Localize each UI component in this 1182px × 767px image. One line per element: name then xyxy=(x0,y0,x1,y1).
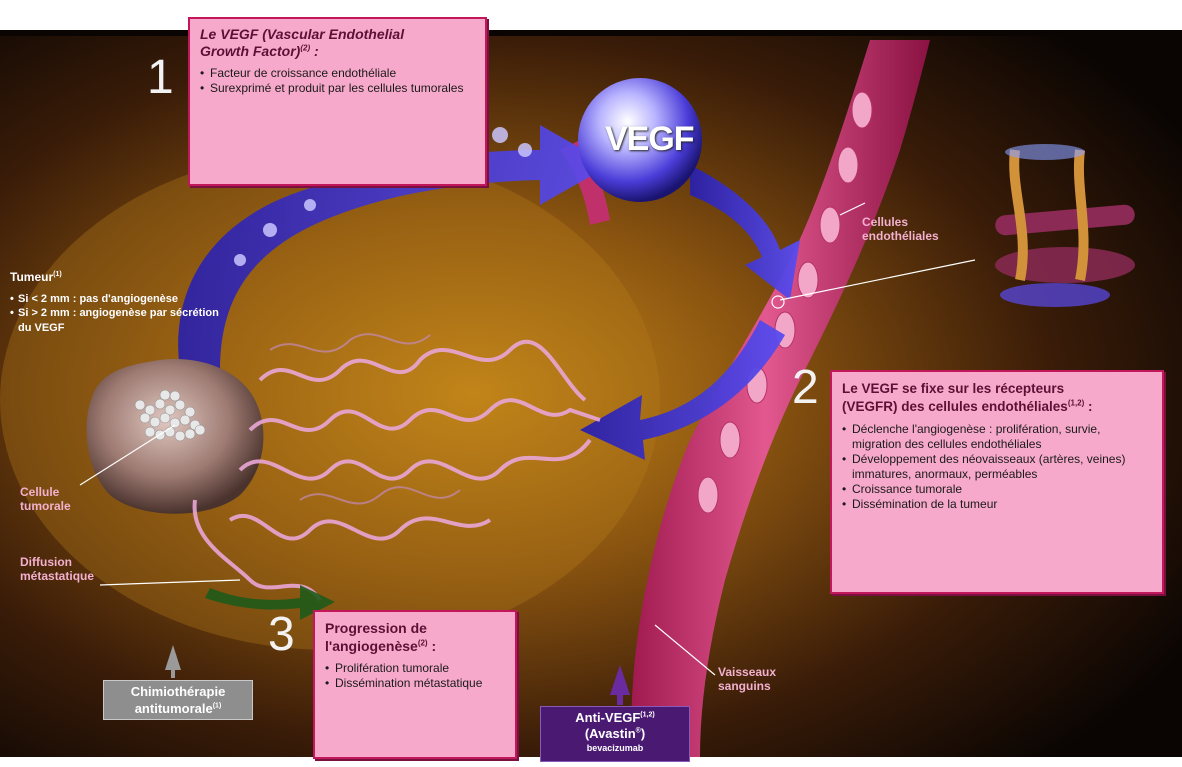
chimio-line2: antitumorale xyxy=(135,701,213,716)
box1-title-line2: Growth Factor) xyxy=(200,43,300,59)
label-vaisseaux-sanguins: Vaisseaux sanguins xyxy=(718,665,776,694)
box1-title: Le VEGF (Vascular Endothelial Growth Fac… xyxy=(200,26,475,60)
label-vaisseaux-line1: Vaisseaux xyxy=(718,665,776,679)
box3-title-line1: Progression de xyxy=(325,620,427,636)
box2-title-line2: (VEGFR) des cellules endothéliales xyxy=(842,399,1068,414)
antivegf-line2-tail: ) xyxy=(641,726,645,741)
step-number-2: 2 xyxy=(792,360,819,415)
box1-bullet: Facteur de croissance endothéliale xyxy=(200,66,475,81)
box-vegf-receptor: Le VEGF se fixe sur les récepteurs (VEGF… xyxy=(830,370,1164,594)
box1-title-tail: : xyxy=(310,43,319,59)
box2-bullets: Déclenche l'angiogenèse : prolifération,… xyxy=(842,422,1152,512)
label-cellule-line1: Cellule xyxy=(20,485,71,499)
antivegf-line1: Anti-VEGF xyxy=(575,710,640,725)
box3-bullets: Prolifération tumorale Dissémination mét… xyxy=(325,661,505,691)
label-cellules-line2: endothéliales xyxy=(862,229,939,243)
box2-title-tail: : xyxy=(1084,399,1092,414)
box1-bullet: Surexprimé et produit par les cellules t… xyxy=(200,81,475,96)
label-cellule-line2: tumorale xyxy=(20,499,71,513)
label-vaisseaux-line2: sanguins xyxy=(718,679,776,693)
box3-title: Progression de l'angiogenèse(2) : xyxy=(325,620,505,655)
box2-bullet: Dissémination de la tumeur xyxy=(842,497,1152,512)
tumeur-bullet: Si < 2 mm : pas d'angiogenèse xyxy=(10,292,225,306)
box1-title-line1: Le VEGF (Vascular Endothelial xyxy=(200,26,404,42)
box3-title-line2: l'angiogenèse xyxy=(325,638,418,654)
tumeur-bullet: Si > 2 mm : angiogenèse par sécrétion du… xyxy=(10,306,225,335)
box-angiogenesis-progression: Progression de l'angiogenèse(2) : Prolif… xyxy=(313,610,517,759)
antivegf-sup1: (1,2) xyxy=(640,712,654,719)
chimio-sup: (1) xyxy=(213,703,222,710)
anti-vegf-box: Anti-VEGF(1,2) (Avastin®) bevacizumab xyxy=(540,706,690,762)
box2-bullet: Déclenche l'angiogenèse : prolifération,… xyxy=(842,422,1152,452)
label-cellules-endotheliales: Cellules endothéliales xyxy=(862,215,939,244)
label-cellule-tumorale: Cellule tumorale xyxy=(20,485,71,514)
box3-bullet: Dissémination métastatique xyxy=(325,676,505,691)
step-number-1: 1 xyxy=(147,50,174,105)
box2-title-line1: Le VEGF se fixe sur les récepteurs xyxy=(842,381,1064,396)
tumeur-sup: (1) xyxy=(53,271,62,278)
chimio-line1: Chimiothérapie xyxy=(104,684,252,701)
antivegf-line2: (Avastin xyxy=(585,726,636,741)
tumeur-bullets: Si < 2 mm : pas d'angiogenèse Si > 2 mm … xyxy=(10,292,225,335)
box3-bullet: Prolifération tumorale xyxy=(325,661,505,676)
antivegf-line3: bevacizumab xyxy=(541,743,689,754)
box2-title-sup: (1,2) xyxy=(1068,399,1084,408)
tumeur-title-text: Tumeur xyxy=(10,270,53,284)
box2-bullet: Croissance tumorale xyxy=(842,482,1152,497)
tumeur-title: Tumeur(1) xyxy=(10,270,62,284)
label-diffusion-metastatique: Diffusion métastatique xyxy=(20,555,94,584)
label-cellules-line1: Cellules xyxy=(862,215,939,229)
box3-title-tail: : xyxy=(428,638,437,654)
box2-bullet: Développement des néovaisseaux (artères,… xyxy=(842,452,1152,482)
box1-title-sup: (2) xyxy=(300,43,310,52)
box-vegf-definition: Le VEGF (Vascular Endothelial Growth Fac… xyxy=(188,17,487,186)
box1-bullets: Facteur de croissance endothéliale Surex… xyxy=(200,66,475,96)
label-diffusion-line1: Diffusion xyxy=(20,555,94,569)
vegf-sphere-label: VEGF xyxy=(605,120,694,159)
label-diffusion-line2: métastatique xyxy=(20,569,94,583)
chimiotherapie-box: Chimiothérapie antitumorale(1) xyxy=(103,680,253,720)
step-number-3: 3 xyxy=(268,607,295,662)
box3-title-sup: (2) xyxy=(418,638,428,647)
box2-title: Le VEGF se fixe sur les récepteurs (VEGF… xyxy=(842,380,1152,416)
